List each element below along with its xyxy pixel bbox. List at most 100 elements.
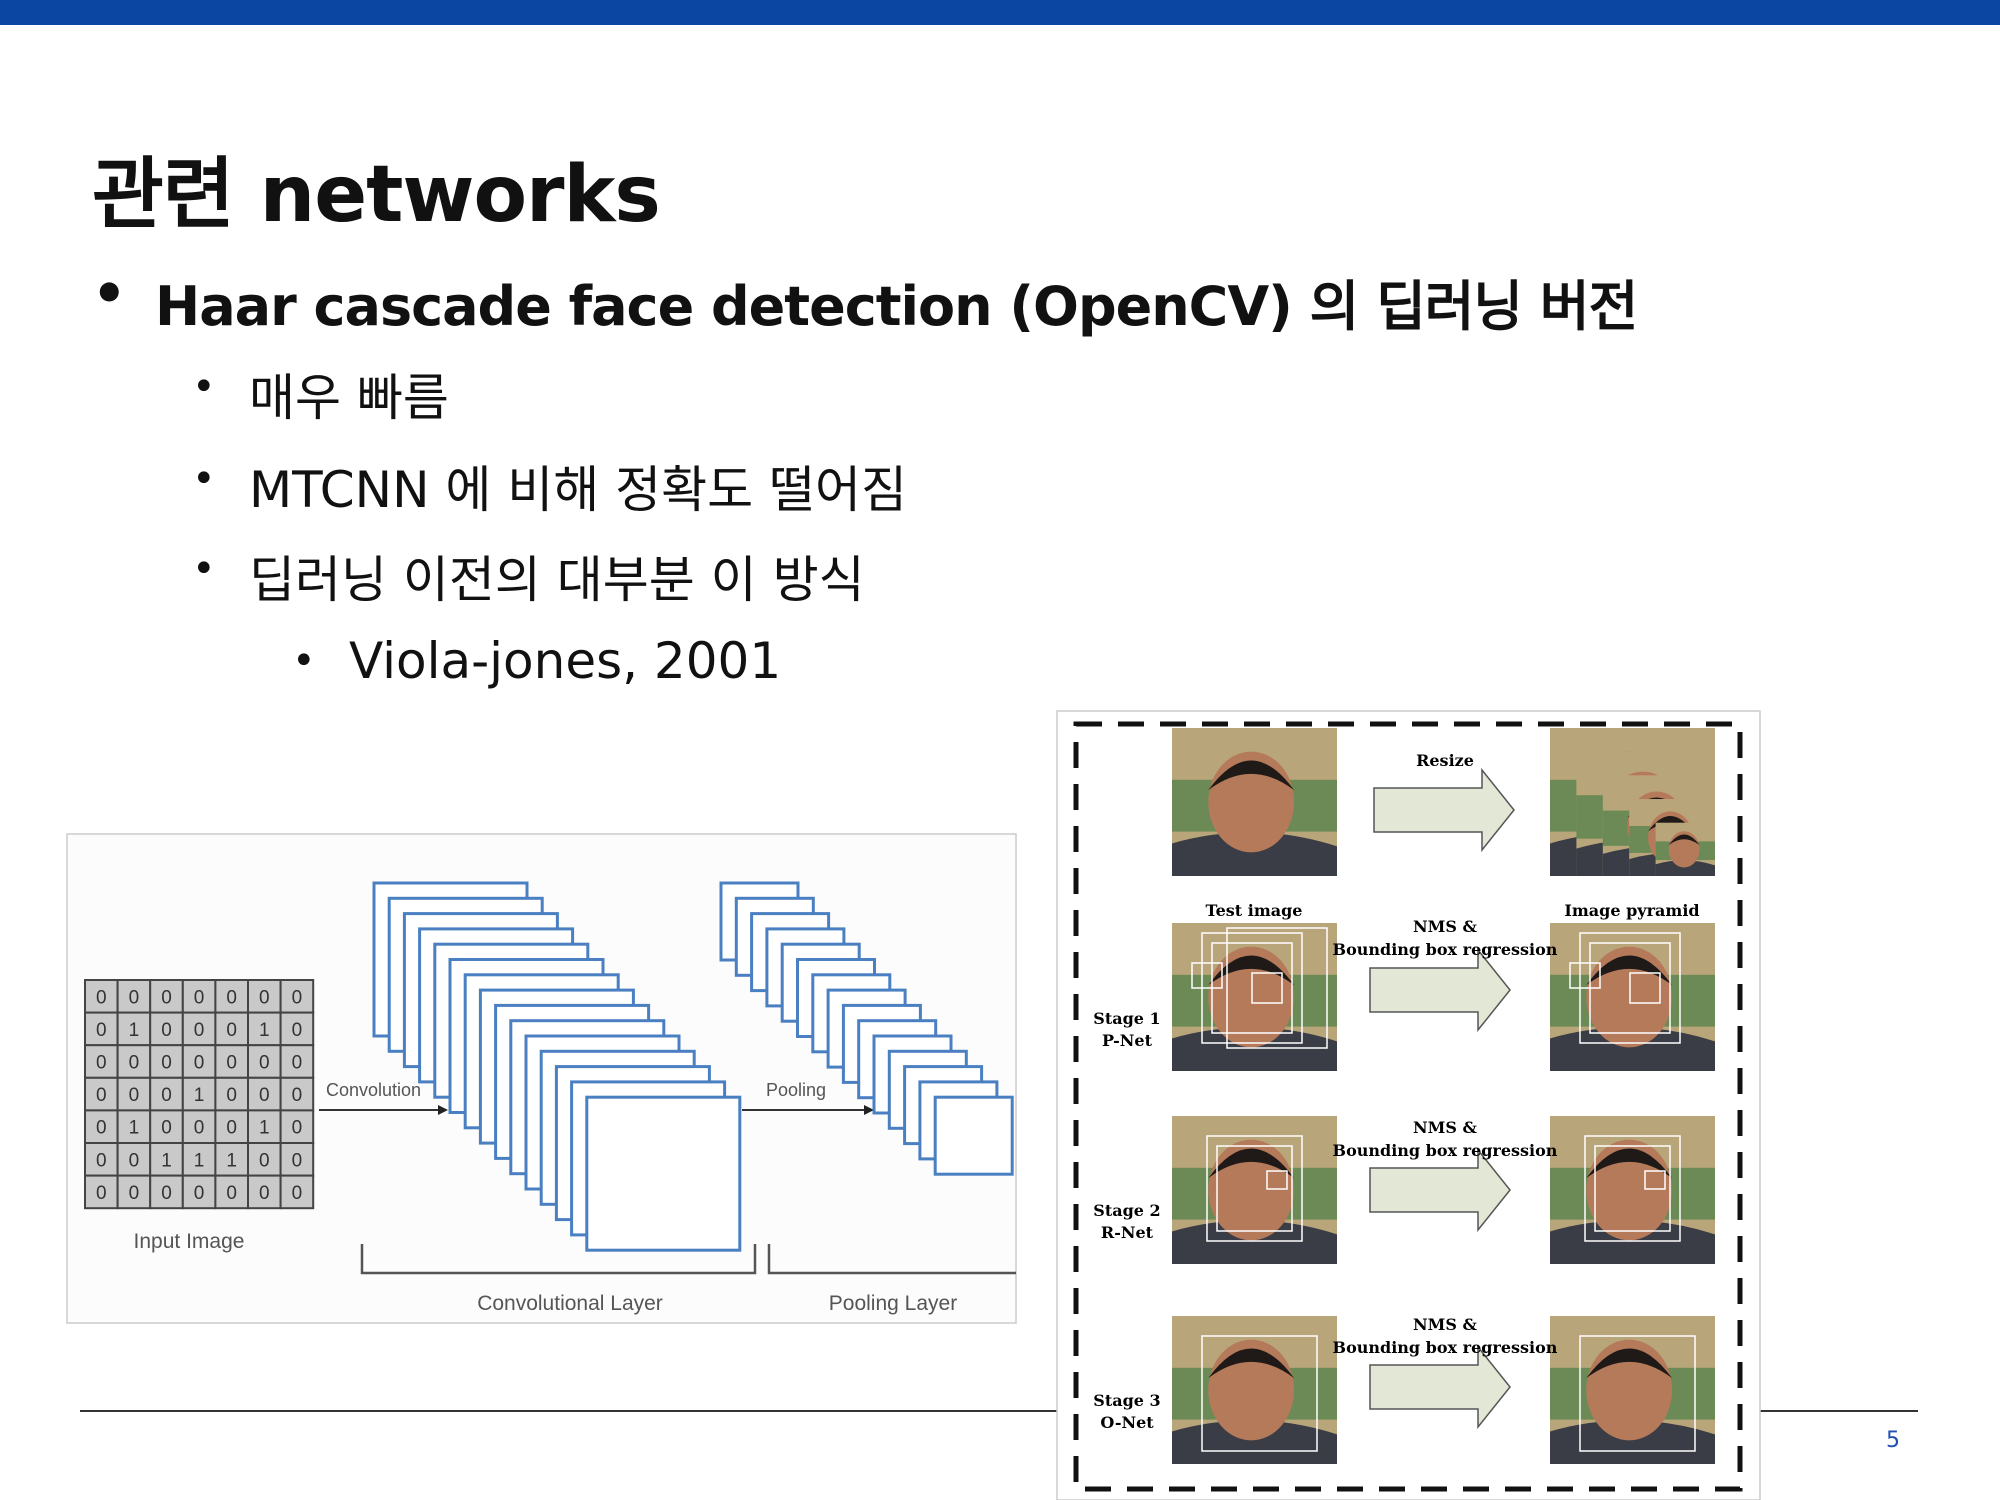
grid-cell-value: 0 bbox=[292, 1150, 303, 1171]
grid-cell-value: 1 bbox=[161, 1150, 172, 1171]
conv-feature-maps bbox=[372, 881, 742, 1252]
grid-cell bbox=[279, 1011, 315, 1047]
process-arrows bbox=[1369, 767, 1515, 1430]
bounding-box bbox=[1629, 972, 1661, 1004]
suit-shape bbox=[1550, 1420, 1715, 1464]
sub-bullet-text: MTCNN 에 비해 정확도 떨어짐 bbox=[249, 461, 908, 519]
convolution-label: Convolution bbox=[326, 1080, 421, 1100]
grid-cell-value: 0 bbox=[292, 1020, 303, 1041]
grid-cell bbox=[247, 1011, 282, 1047]
bounding-box bbox=[1226, 927, 1328, 1049]
hair-shape bbox=[1648, 815, 1693, 832]
bounding-box bbox=[1191, 962, 1223, 989]
pooling-label: Pooling bbox=[766, 1080, 826, 1100]
hair-shape bbox=[1668, 834, 1700, 846]
bullet-dot: • bbox=[292, 638, 316, 684]
bbox-regression-label: Bounding box regression bbox=[1333, 1141, 1558, 1160]
grid-cell-value: 0 bbox=[259, 1085, 270, 1106]
bullet-dot: • bbox=[192, 364, 216, 410]
grid-cell-value: 1 bbox=[259, 1118, 270, 1139]
stage-image bbox=[1550, 1316, 1715, 1464]
slide-title: 관련 networks bbox=[92, 150, 661, 240]
grid-cell-value: 0 bbox=[259, 1150, 270, 1171]
pnet-label: P-Net bbox=[1102, 1031, 1153, 1050]
bounding-box bbox=[1569, 962, 1601, 989]
grid-cell bbox=[279, 1044, 315, 1079]
grid-cell-value: 0 bbox=[96, 1183, 107, 1204]
grid-cell bbox=[279, 1076, 315, 1112]
bounding-box bbox=[1201, 1335, 1318, 1452]
stage-image bbox=[1550, 1116, 1715, 1264]
conv-layer-bracket bbox=[360, 1244, 757, 1275]
grid-cell-value: 0 bbox=[259, 1053, 270, 1074]
grid-cell-value: 0 bbox=[194, 1118, 205, 1139]
hair-shape bbox=[1586, 1148, 1673, 1179]
grid-cell-value: 0 bbox=[226, 1053, 237, 1074]
stage-image bbox=[1172, 1316, 1337, 1464]
conv-feature-map bbox=[585, 1095, 742, 1252]
grid-cell-value: 0 bbox=[194, 1183, 205, 1204]
grid-cell bbox=[84, 1174, 119, 1210]
arrow-head-icon bbox=[438, 1105, 448, 1115]
bbox-regression-label: Bounding box regression bbox=[1333, 1338, 1558, 1357]
grid-cell bbox=[214, 1174, 249, 1210]
grid-cell bbox=[116, 1044, 152, 1079]
hair-shape bbox=[1208, 760, 1295, 791]
grid-cell-value: 0 bbox=[194, 1020, 205, 1041]
bullet-dot: • bbox=[92, 262, 127, 325]
grid-cell-value: 0 bbox=[161, 1183, 172, 1204]
bounding-box bbox=[1579, 1335, 1696, 1452]
hair-shape bbox=[1586, 955, 1673, 986]
bounding-box bbox=[1251, 972, 1283, 1004]
grid-cell bbox=[84, 1109, 119, 1145]
grid-cell-value: 0 bbox=[129, 1085, 140, 1106]
grid-cell-value: 0 bbox=[96, 1118, 107, 1139]
grid-cell-value: 0 bbox=[96, 1020, 107, 1041]
grid-cell-value: 0 bbox=[129, 1053, 140, 1074]
test-image-label: Test image bbox=[1206, 901, 1303, 920]
bounding-box bbox=[1594, 1145, 1671, 1232]
right-arrow-icon bbox=[1369, 1147, 1511, 1233]
right-arrow-icon bbox=[1373, 767, 1515, 853]
grid-cell-value: 1 bbox=[129, 1118, 140, 1139]
suit-shape bbox=[1655, 860, 1715, 876]
grid-cell bbox=[116, 1142, 152, 1177]
grid-cell bbox=[279, 1174, 315, 1210]
sub-sub-bullet-text: Viola-jones, 2001 bbox=[349, 632, 782, 690]
bounding-box bbox=[1206, 1135, 1303, 1242]
input-image-label: Input Image bbox=[134, 1230, 245, 1253]
grid-cell-value: 1 bbox=[194, 1150, 205, 1171]
suit-shape bbox=[1550, 1220, 1715, 1264]
suit-shape bbox=[1172, 1420, 1337, 1464]
right-arrow-icon bbox=[1369, 947, 1511, 1033]
grid-cell-value: 0 bbox=[292, 1053, 303, 1074]
bbox-regression-label: Bounding box regression bbox=[1333, 940, 1558, 959]
grid-cell-value: 0 bbox=[96, 987, 107, 1008]
grid-cell-value: 0 bbox=[129, 1183, 140, 1204]
grid-cell-value: 0 bbox=[129, 1150, 140, 1171]
bullet-dot: • bbox=[192, 546, 216, 592]
grid-cell bbox=[214, 1076, 249, 1112]
onet-label: O-Net bbox=[1100, 1413, 1154, 1432]
grid-cell-value: 0 bbox=[194, 987, 205, 1008]
image-pyramid-label: Image pyramid bbox=[1564, 901, 1699, 920]
bounding-box bbox=[1644, 1170, 1666, 1190]
suit-shape bbox=[1172, 1027, 1337, 1071]
grid-cell-value: 1 bbox=[129, 1020, 140, 1041]
grid-cell bbox=[279, 1109, 315, 1145]
grid-cell-value: 0 bbox=[292, 1183, 303, 1204]
grid-cell-value: 0 bbox=[226, 1085, 237, 1106]
grid-cell-value: 0 bbox=[292, 987, 303, 1008]
bounding-box bbox=[1266, 1170, 1288, 1190]
grid-cell-value: 0 bbox=[96, 1053, 107, 1074]
grid-cell-value: 0 bbox=[226, 1118, 237, 1139]
pooled-feature-map bbox=[933, 1095, 1014, 1176]
grid-cell bbox=[214, 1044, 249, 1079]
grid-cell-value: 0 bbox=[292, 1118, 303, 1139]
grid-cell bbox=[181, 1011, 217, 1047]
right-arrow-icon bbox=[1369, 1344, 1511, 1430]
grid-cell-value: 0 bbox=[259, 1183, 270, 1204]
grid-cell-value: 0 bbox=[129, 987, 140, 1008]
